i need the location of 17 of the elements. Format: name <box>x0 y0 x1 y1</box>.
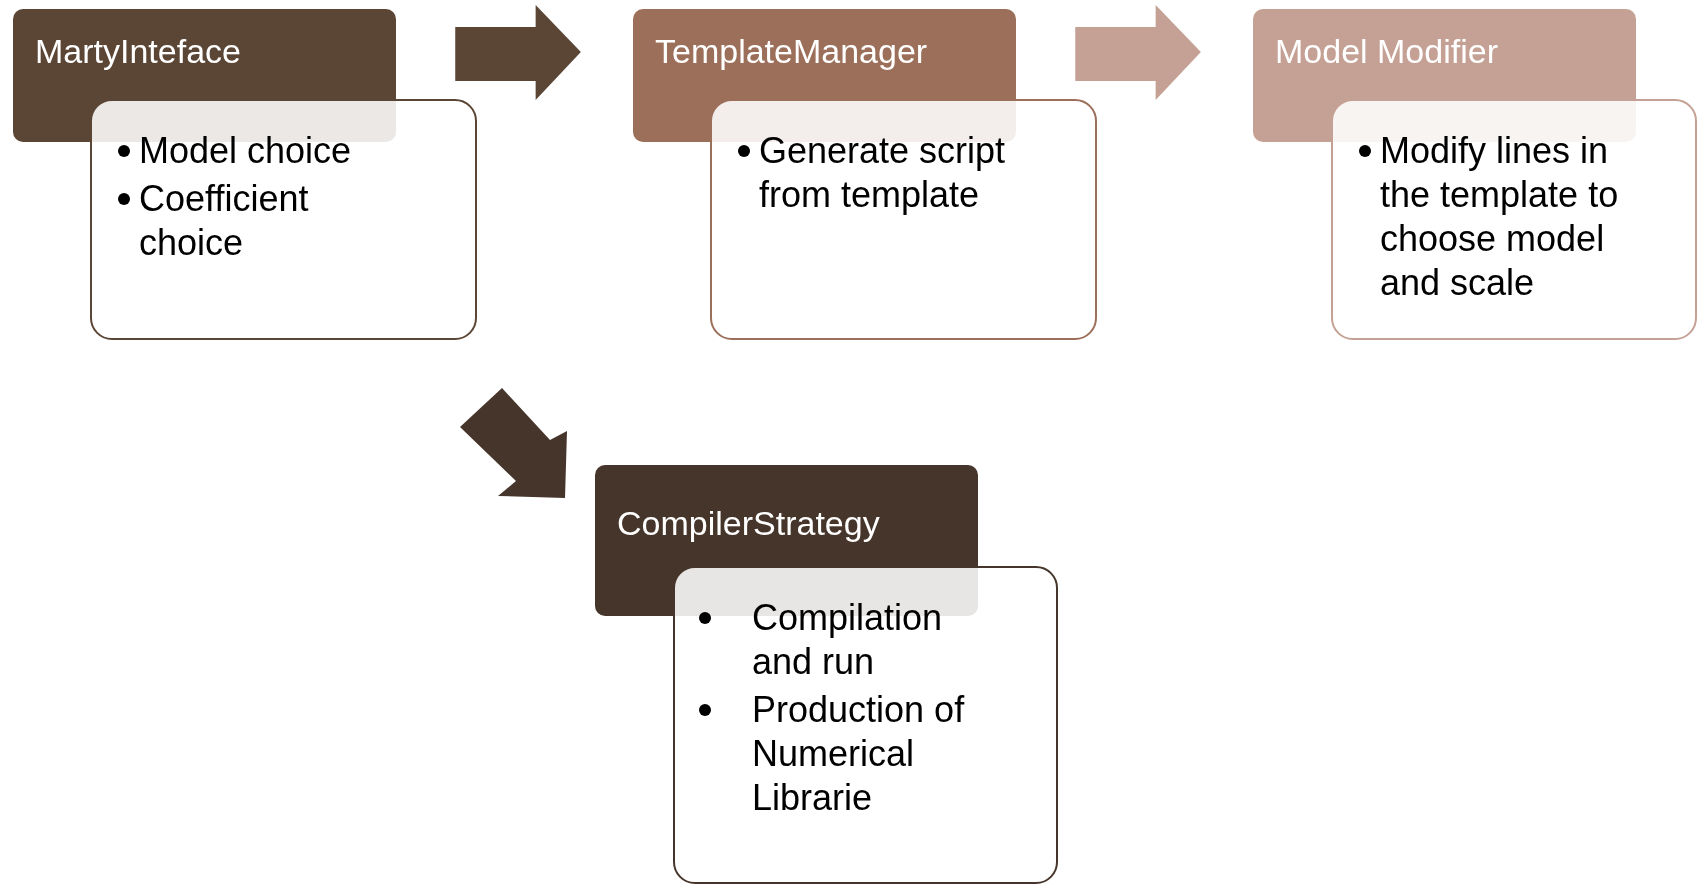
list-item-text: Coefficient choice <box>139 177 310 265</box>
box-title: TemplateManager <box>655 32 928 70</box>
block-arrow <box>460 388 567 498</box>
list-item-text: Compilation and run <box>752 596 944 684</box>
list-item-text: Model choice <box>139 129 352 173</box>
block-arrow <box>455 5 581 100</box>
content-box <box>90 99 477 340</box>
content-box <box>673 566 1058 884</box>
box-title: CompilerStrategy <box>617 504 880 542</box>
content-box <box>1331 99 1697 340</box>
list-item-text: Generate script from template <box>759 129 1007 217</box>
box-title: MartyInteface <box>35 32 241 70</box>
block-arrow <box>1075 5 1201 100</box>
list-item-text: Production of Numerical Librarie <box>752 688 966 820</box>
box-title: Model Modifier <box>1275 32 1498 70</box>
list-item-text: Modify lines in the template to choose model and scale <box>1380 129 1620 305</box>
content-box <box>710 99 1097 340</box>
